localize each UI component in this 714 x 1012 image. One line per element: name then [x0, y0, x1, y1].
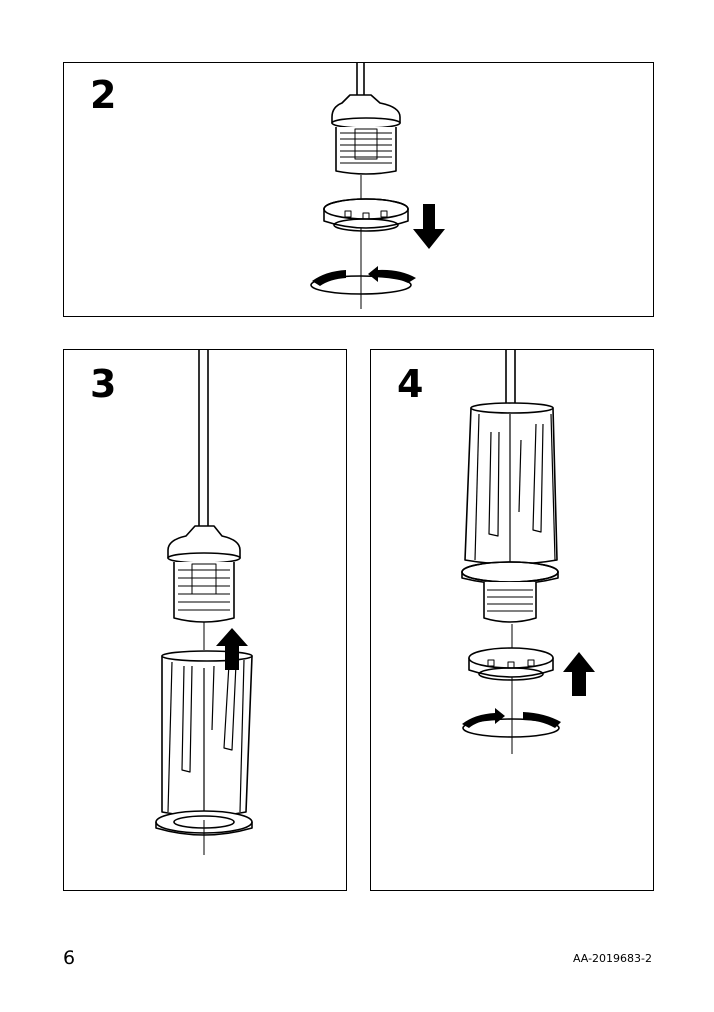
up-arrow-icon	[563, 652, 595, 696]
down-arrow-icon	[413, 204, 445, 249]
step-2-panel: 2	[63, 62, 654, 317]
document-id: AA-2019683-2	[572, 952, 652, 965]
step-4-illustration	[461, 350, 595, 754]
step-number: 2	[90, 73, 116, 117]
rotate-arrow-icon	[312, 266, 416, 286]
step-3-panel: 3	[63, 349, 347, 891]
rotate-arrow-icon	[462, 708, 561, 728]
up-arrow-icon	[216, 628, 248, 670]
step-number: 4	[397, 362, 423, 406]
step-number: 3	[90, 362, 116, 406]
step-4-panel: 4	[370, 349, 654, 891]
step-2-illustration	[310, 63, 445, 309]
page-number: 6	[63, 947, 76, 969]
step-3-illustration	[155, 350, 253, 855]
